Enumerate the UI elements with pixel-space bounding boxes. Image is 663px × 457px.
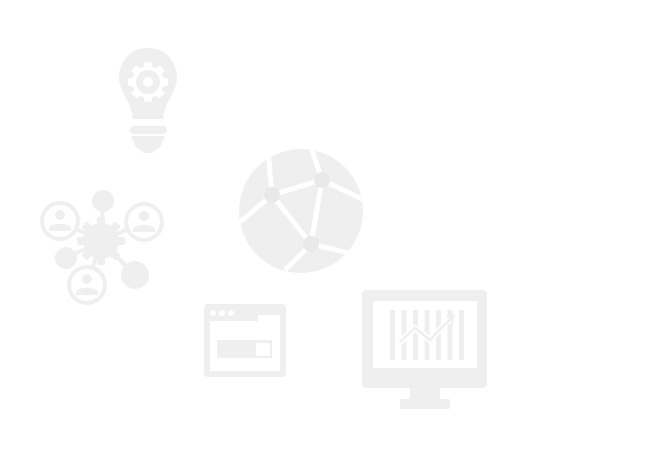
- globe-network-icon: [238, 149, 366, 273]
- monitor-bar: [459, 310, 464, 360]
- browser-window-icon: [204, 304, 286, 377]
- monitor-bar: [413, 310, 418, 360]
- team-network-gear-icon: [40, 190, 164, 305]
- monitor-chart-icon: [362, 290, 487, 409]
- monitor-bar: [390, 310, 395, 360]
- lightbulb-gear-icon: [119, 48, 177, 153]
- monitor-bar: [447, 310, 453, 360]
